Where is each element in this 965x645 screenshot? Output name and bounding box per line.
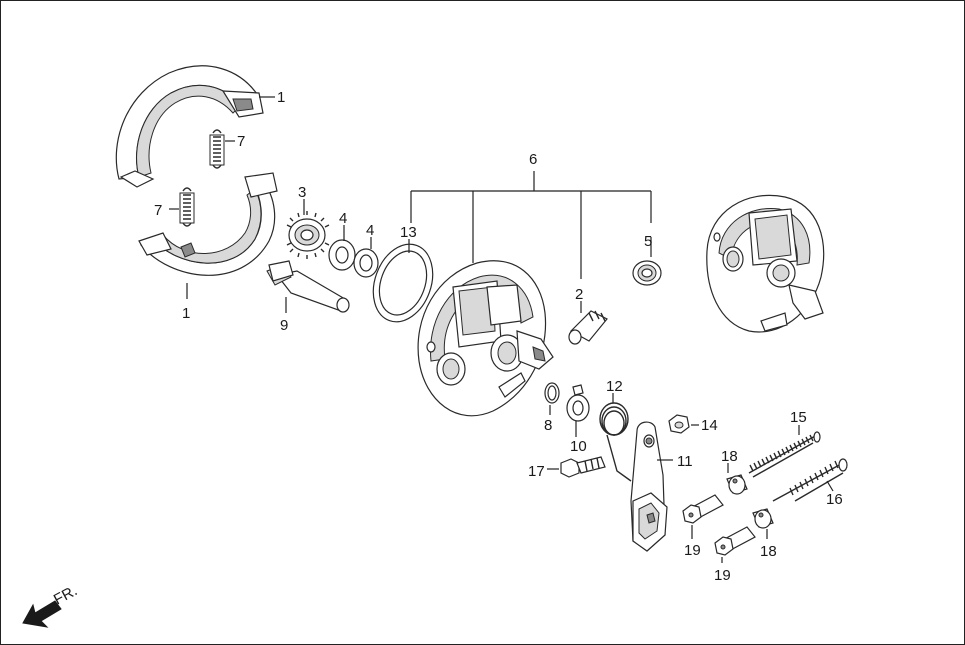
callout-18a: 18: [721, 448, 738, 465]
shoe-spring-upper: [209, 129, 225, 169]
brake-panel-side: [706, 194, 825, 333]
callout-17: 17: [528, 463, 545, 480]
callout-16: 16: [826, 491, 843, 508]
lever-nut: [668, 414, 690, 434]
callout-6: 6: [529, 151, 537, 168]
callout-15: 15: [790, 409, 807, 426]
callout-19b: 19: [714, 567, 731, 584]
tab-washer: [566, 384, 590, 422]
brake-camshaft: [266, 260, 350, 313]
brake-shoe-lower: [138, 172, 278, 276]
arm-bolt: [560, 456, 606, 478]
brake-panel: [417, 260, 554, 417]
callout-8: 8: [544, 417, 552, 434]
return-spring: [599, 402, 632, 482]
callout-18b: 18: [760, 543, 777, 560]
callout-2: 2: [575, 286, 583, 303]
rod-pin-upper: [726, 474, 748, 495]
rod-spring-short: [772, 458, 848, 502]
front-arrow-icon: [22, 600, 62, 628]
assembly-bracket: [410, 171, 652, 279]
panel-bearing: [632, 260, 662, 286]
brake-arm: [630, 421, 668, 552]
callout-1a: 1: [277, 89, 285, 106]
thrust-washer-a: [328, 239, 356, 271]
callout-1b: 1: [182, 305, 190, 322]
callout-5: 5: [644, 233, 652, 250]
brake-shoe-upper: [115, 65, 264, 188]
callout-7a: 7: [237, 133, 245, 150]
circlip: [544, 382, 560, 404]
rod-joint-lower: [714, 526, 756, 556]
callout-12: 12: [606, 378, 623, 395]
callout-4b: 4: [366, 222, 374, 239]
shoe-spring-lower: [179, 187, 195, 227]
drive-gear: [286, 211, 330, 259]
callout-13: 13: [400, 224, 417, 241]
callout-7b: 7: [154, 202, 162, 219]
callout-4a: 4: [339, 210, 347, 227]
rod-joint-upper: [682, 494, 724, 524]
callout-3: 3: [298, 184, 306, 201]
callout-9: 9: [280, 317, 288, 334]
callout-11: 11: [677, 453, 693, 470]
callout-14: 14: [701, 417, 718, 434]
callout-19a: 19: [684, 542, 701, 559]
rod-spring-long: [748, 431, 821, 478]
drive-pinion: [568, 310, 608, 345]
callout-10: 10: [570, 438, 587, 455]
thrust-washer-b: [353, 248, 379, 278]
dust-seal: [372, 243, 434, 323]
rod-pin-lower: [752, 508, 774, 529]
